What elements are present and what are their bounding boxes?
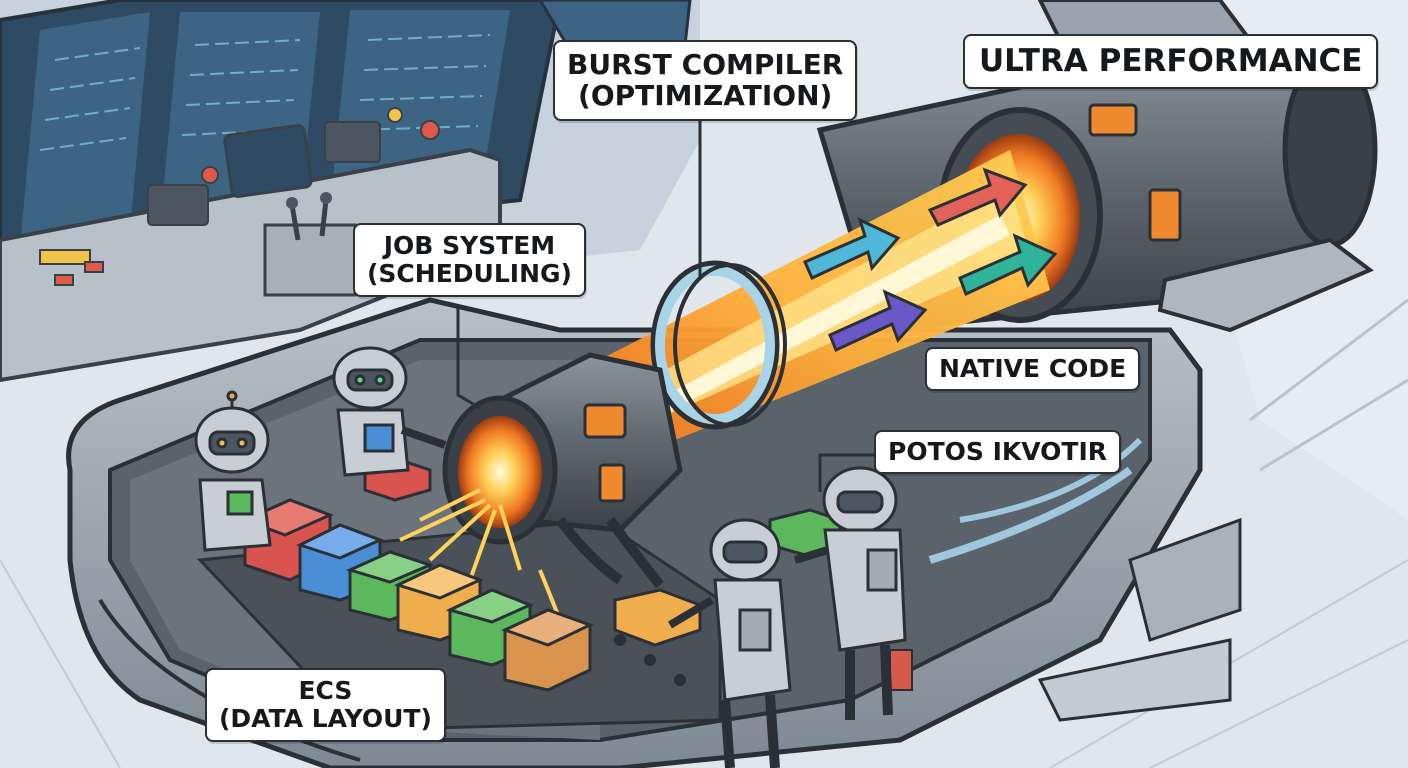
- potos-ikvotir-callout: POTOS IKVOTIR: [874, 430, 1122, 474]
- native-code-label: NATIVE CODE: [939, 354, 1127, 383]
- burst-compiler-title: BURST COMPILER: [567, 48, 844, 81]
- robot-2: [332, 346, 447, 477]
- job-system-subtitle: (SCHEDULING): [367, 259, 572, 288]
- ecs-subtitle: (DATA LAYOUT): [219, 704, 432, 733]
- native-code-callout: NATIVE CODE: [925, 347, 1141, 391]
- data-boxes: [241, 458, 842, 692]
- optimization-ring: [650, 260, 787, 430]
- ecs-title: ECS: [298, 676, 353, 705]
- robot-1: [194, 390, 272, 552]
- robot-3: [667, 518, 792, 768]
- ecs-callout: ECS (DATA LAYOUT): [205, 668, 446, 742]
- job-system-title: JOB SYSTEM: [383, 231, 556, 260]
- robots: [194, 346, 907, 768]
- data-arrows: [803, 167, 1058, 353]
- burst-compiler-callout: BURST COMPILER (OPTIMIZATION): [553, 40, 858, 121]
- ultra-performance-callout: ULTRA PERFORMANCE: [963, 34, 1379, 89]
- job-system-callout: JOB SYSTEM (SCHEDULING): [353, 223, 586, 297]
- burst-compiler-subtitle: (OPTIMIZATION): [578, 79, 833, 113]
- job-system-cylinder: [442, 352, 683, 589]
- leader-lines: [456, 120, 874, 492]
- ultra-performance-label: ULTRA PERFORMANCE: [979, 43, 1363, 79]
- potos-ikvotir-label: POTOS IKVOTIR: [888, 437, 1108, 466]
- sparks: [399, 488, 562, 621]
- robot-4: [793, 466, 907, 720]
